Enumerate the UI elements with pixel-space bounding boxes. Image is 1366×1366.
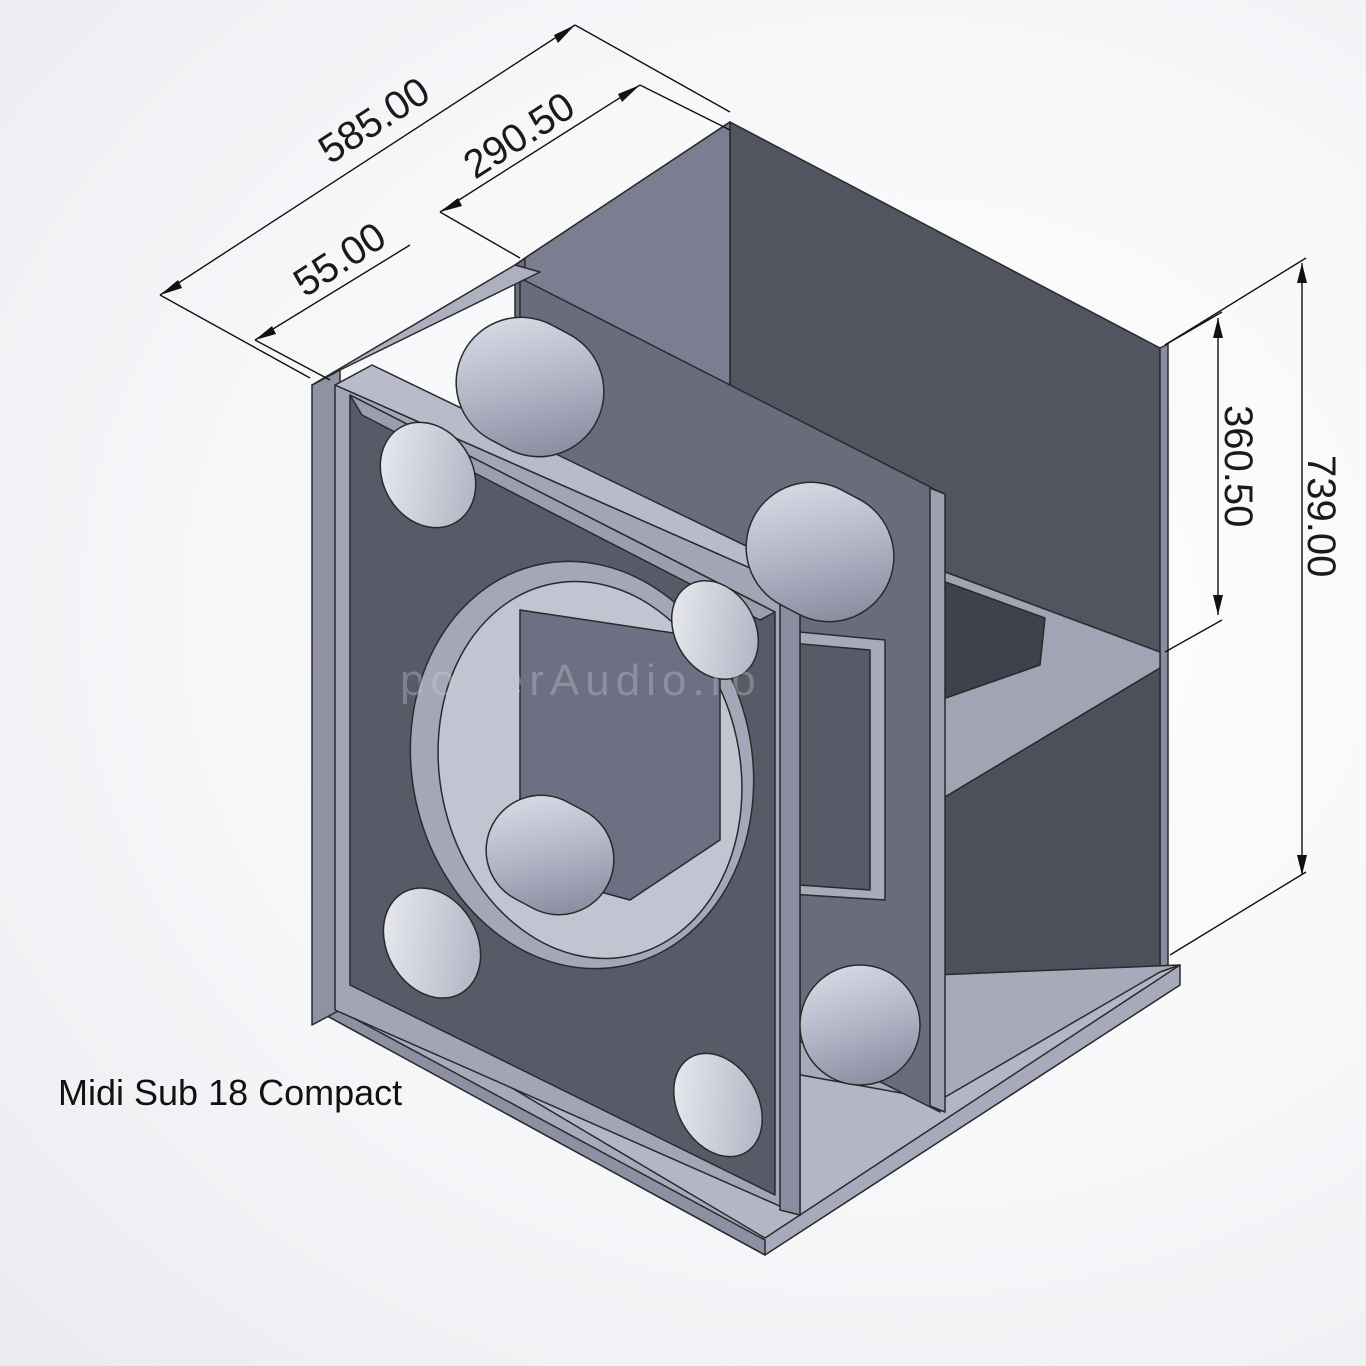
front-frame-side — [779, 584, 801, 1216]
dimension-290-50: 290.50 — [456, 84, 583, 188]
right-panel-edge — [1159, 343, 1169, 973]
drawing-caption: Midi Sub 18 Compact — [58, 1072, 403, 1113]
port-hole-bottom-right — [673, 1052, 763, 1158]
port-tube-top-left — [455, 316, 605, 458]
dimension-arrows — [160, 25, 1307, 875]
port-tube-top-right — [745, 481, 895, 623]
left-side-edge — [311, 264, 541, 386]
port-hole-top-right — [670, 579, 760, 681]
dimension-lines — [159, 24, 1307, 956]
ports — [379, 316, 921, 1158]
port-tube-center — [485, 794, 615, 916]
port-tube-bottom-right — [799, 964, 921, 1086]
port-hole-bottom-left — [382, 887, 482, 999]
dimension-739: 739.00 — [1299, 455, 1343, 577]
dimension-55: 55.00 — [286, 214, 394, 305]
middle-baffle-edge — [929, 487, 946, 1113]
port-hole-top-left — [379, 421, 477, 529]
dimension-360-50: 360.50 — [1216, 405, 1260, 527]
watermark: powerAudio.ro — [400, 656, 762, 705]
dimension-585: 585.00 — [311, 69, 438, 173]
